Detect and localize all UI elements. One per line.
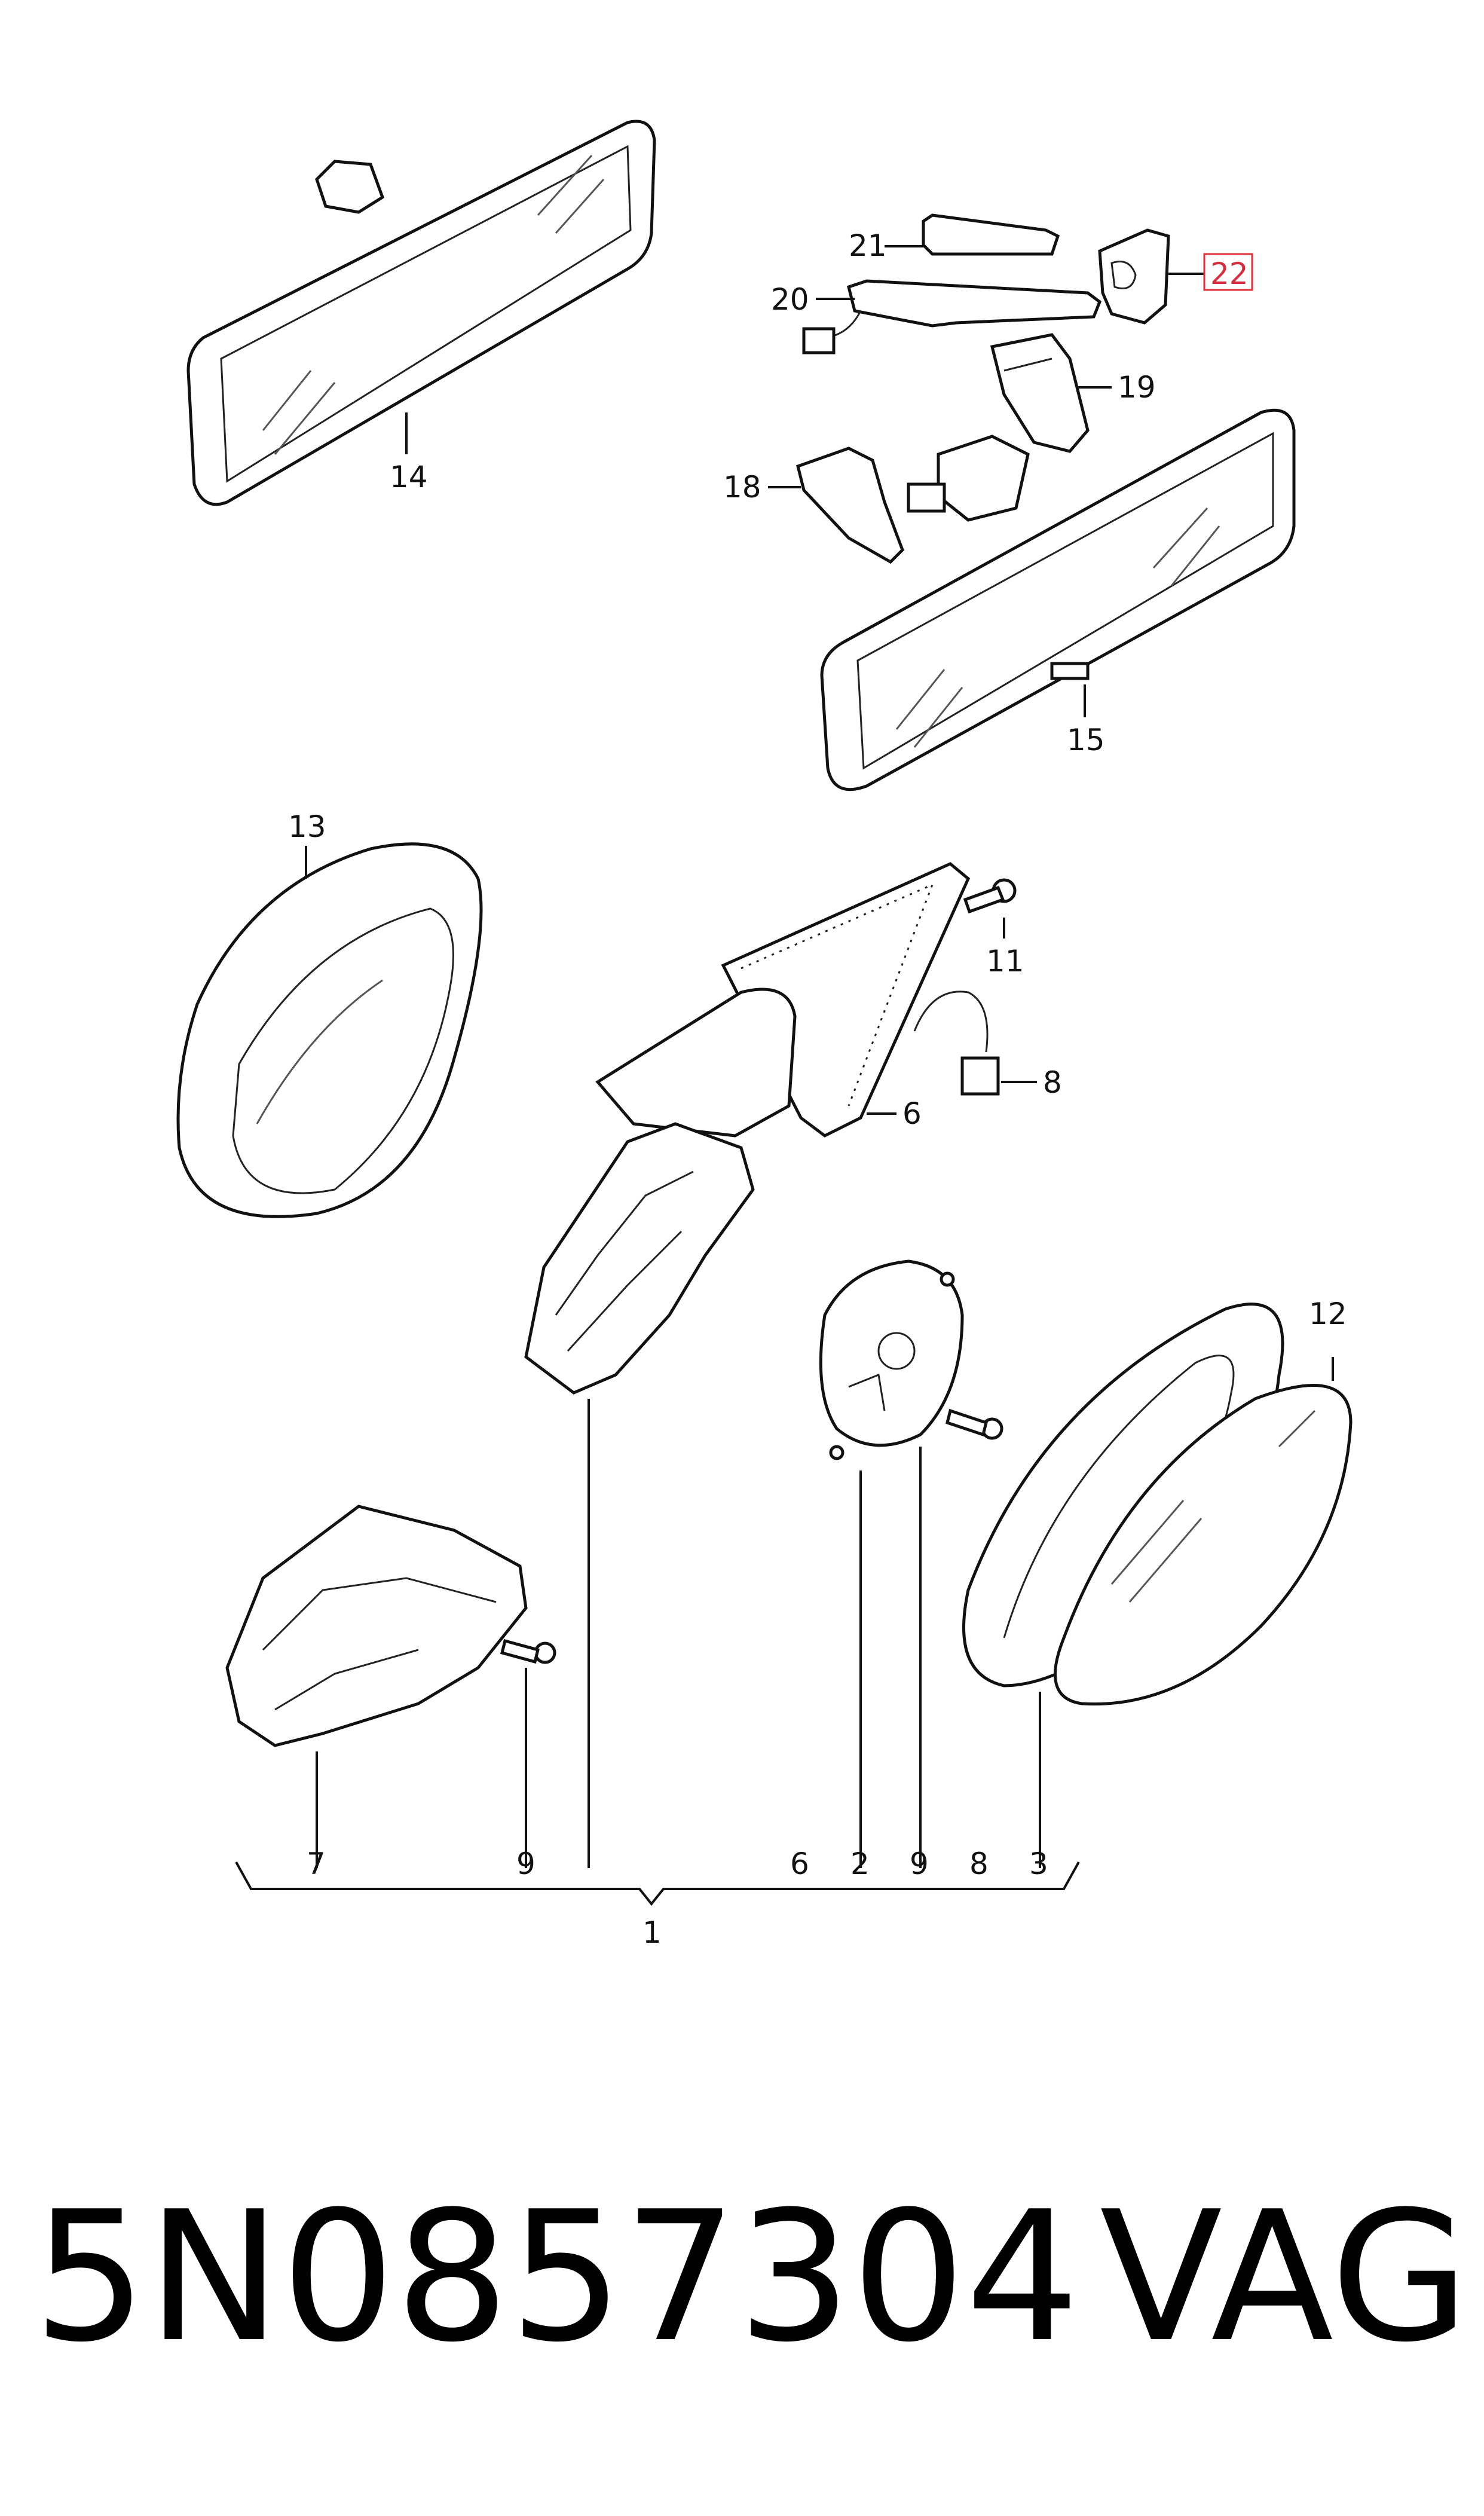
part-9-screw-right	[946, 1408, 1003, 1440]
callout-18: 18	[723, 470, 761, 505]
callout-21: 21	[849, 228, 887, 263]
brand-label: VAG	[1100, 2173, 1470, 2382]
part-20-wiring-harness	[802, 279, 1102, 354]
callout-9-right: 9	[910, 1847, 929, 1881]
callout-19: 19	[1118, 370, 1156, 405]
part-12-mirror-glass	[1054, 1384, 1353, 1706]
part-9-screw-left	[500, 1638, 556, 1664]
callout-8: 8	[1043, 1065, 1062, 1100]
part-7-lower-housing	[225, 1505, 528, 1747]
part-15-interior-mirror-sensor	[820, 408, 1296, 791]
callout-11: 11	[986, 944, 1024, 979]
part-8-connector	[913, 990, 1000, 1096]
callout-1: 1	[642, 1915, 662, 1950]
callout-22: 22	[1210, 256, 1249, 291]
callout-9-left: 9	[516, 1847, 536, 1881]
callout-6-bottom: 6	[790, 1847, 809, 1881]
callout-12: 12	[1309, 1297, 1347, 1331]
callout-13: 13	[288, 809, 326, 844]
callout-22-highlight	[1203, 253, 1253, 291]
part-6-mirror-base	[524, 862, 971, 1395]
part-2-adjustment-motor	[819, 1259, 964, 1460]
callout-15: 15	[1067, 723, 1105, 757]
callout-7: 7	[307, 1847, 326, 1881]
part-14-interior-mirror	[186, 120, 656, 506]
callout-14: 14	[390, 460, 428, 494]
part-number: 5N0857304	[33, 2173, 1080, 2382]
part-11-screw	[963, 878, 1017, 914]
callout-2: 2	[850, 1847, 870, 1881]
callout-20: 20	[771, 282, 809, 317]
part-22-clip	[1098, 228, 1170, 325]
part-18-cover	[796, 447, 904, 564]
part-13-mirror-cap	[176, 842, 483, 1218]
callout-8-bottom: 8	[969, 1847, 989, 1881]
group-bracket	[235, 1861, 1080, 1906]
callout-6: 6	[902, 1096, 922, 1131]
part-21-trim-strip	[922, 213, 1060, 256]
part-19-cover	[990, 333, 1090, 453]
callout-3: 3	[1029, 1847, 1048, 1881]
